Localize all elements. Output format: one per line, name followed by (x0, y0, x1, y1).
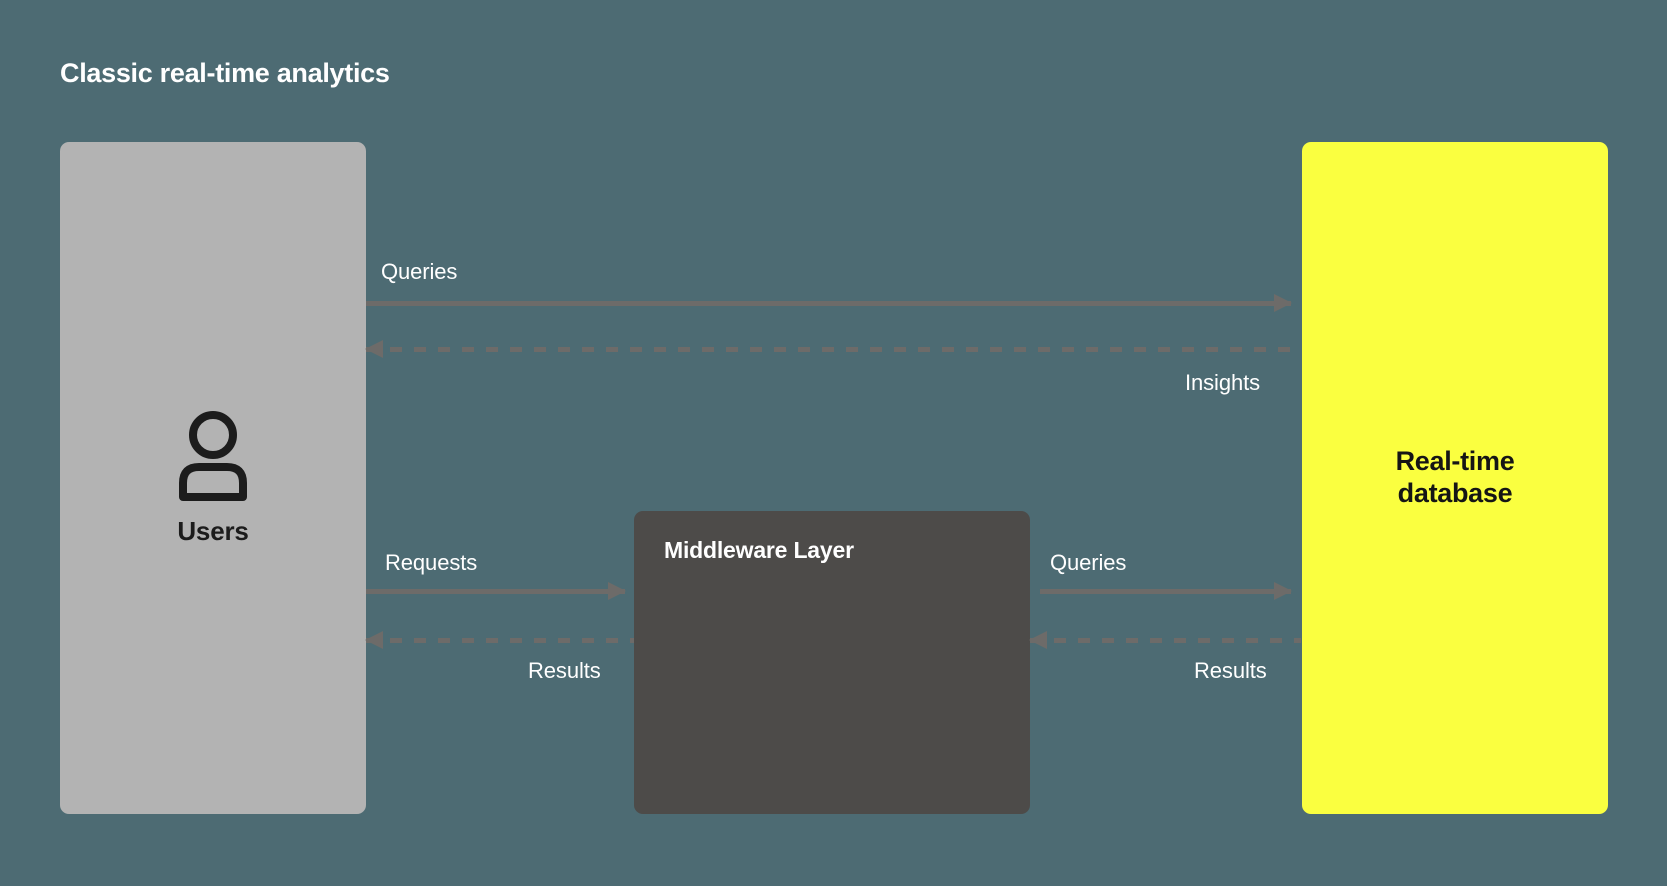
edge-label-requests: Requests (385, 550, 478, 575)
edge-queries-users-to-database (366, 294, 1292, 312)
edge-label-queries-top: Queries (381, 259, 458, 284)
arrowhead-right-icon (608, 582, 626, 600)
edge-line-solid (366, 301, 1291, 306)
arrowhead-right-icon (1274, 582, 1292, 600)
arrowhead-left-icon (1029, 631, 1047, 649)
node-users-label: Users (177, 516, 249, 546)
edge-results-middleware-to-users (365, 631, 634, 649)
edge-results-database-to-middleware (1029, 631, 1301, 649)
edge-label-results-left: Results (528, 658, 601, 683)
edge-insights-database-to-users (365, 340, 1301, 358)
edge-label-insights: Insights (1185, 370, 1261, 395)
edge-line-solid (366, 589, 625, 594)
node-database-label: Real-time database (1302, 142, 1608, 814)
edge-label-queries-mid: Queries (1050, 550, 1127, 575)
edge-line-dashed (1030, 638, 1301, 643)
node-database-label-line1: Real-time (1395, 446, 1515, 477)
node-middleware-label: Middleware Layer (664, 537, 854, 563)
edge-requests-users-to-middleware (366, 582, 626, 600)
node-users[interactable]: Users (60, 142, 366, 814)
edge-line-solid (1040, 589, 1291, 594)
edge-line-dashed (366, 347, 1301, 352)
arrowhead-left-icon (365, 340, 383, 358)
node-database[interactable]: Real-time database (1302, 142, 1608, 814)
node-middleware[interactable]: Middleware Layer (634, 511, 1030, 814)
node-database-label-line2: database (1397, 478, 1513, 508)
edge-queries-middleware-to-database (1040, 582, 1292, 600)
users-content: Users (60, 142, 366, 814)
user-icon (175, 409, 251, 506)
edge-label-results-right: Results (1194, 658, 1267, 683)
edge-line-dashed (366, 638, 634, 643)
arrowhead-right-icon (1274, 294, 1292, 312)
page-title: Classic real-time analytics (60, 58, 390, 88)
arrowhead-left-icon (365, 631, 383, 649)
